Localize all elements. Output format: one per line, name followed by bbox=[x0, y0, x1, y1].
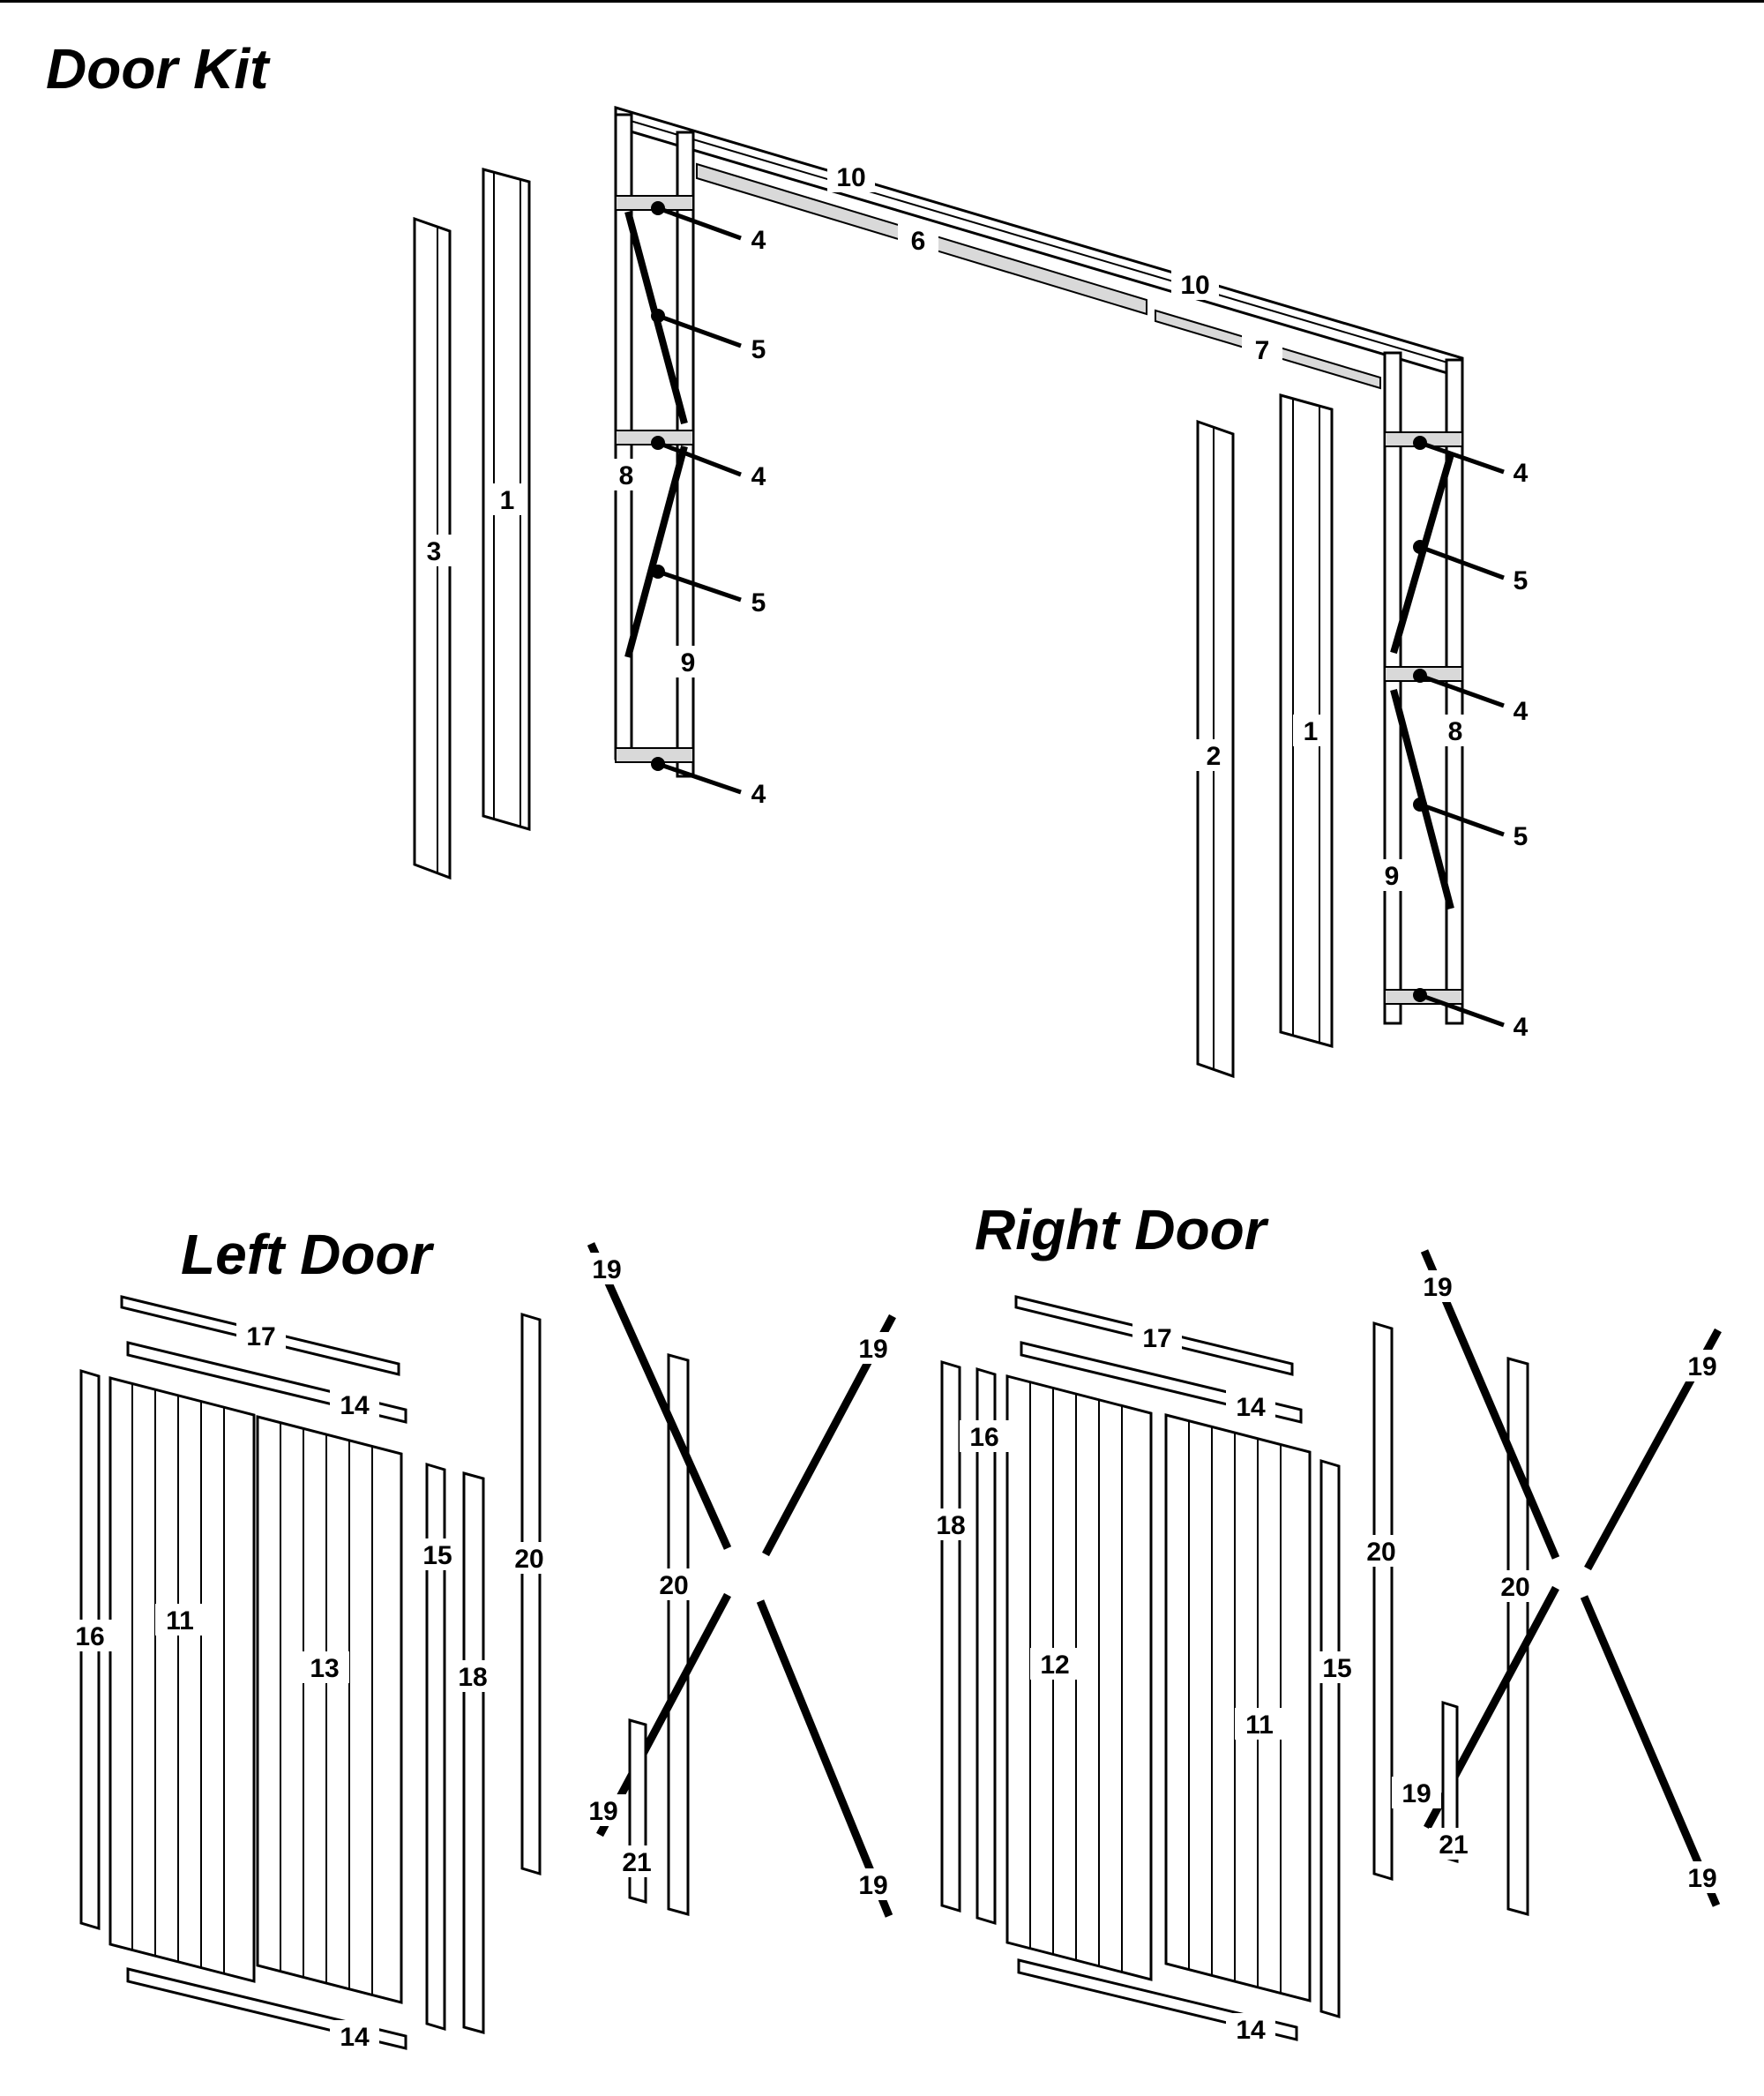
left-panel-13 bbox=[256, 1415, 403, 2004]
callout-2: 2 bbox=[1207, 742, 1222, 771]
callout-8-right: 8 bbox=[1448, 717, 1463, 746]
callout-20-right-outer: 20 bbox=[1366, 1538, 1395, 1567]
left-upright-20-outer bbox=[520, 1312, 542, 1876]
right-upright-18 bbox=[940, 1359, 961, 1913]
callout-20-left-brace: 20 bbox=[659, 1571, 688, 1600]
callout-10-mid: 10 bbox=[1180, 271, 1209, 300]
right-upright-15 bbox=[975, 1366, 997, 1926]
callout-17-left: 17 bbox=[246, 1322, 275, 1351]
callout-11-right: 11 bbox=[1245, 1710, 1274, 1740]
left-door-callouts: 17 14 14 16 11 13 15 18 20 20 19 19 19 1… bbox=[65, 1253, 898, 2052]
callout-19-left-a: 19 bbox=[592, 1255, 621, 1284]
callout-11-left: 11 bbox=[166, 1606, 194, 1636]
callout-4-l3: 4 bbox=[751, 780, 766, 809]
right-post-9 bbox=[1383, 351, 1402, 1025]
right-upright-20-outer bbox=[1372, 1321, 1394, 1882]
callout-3: 3 bbox=[427, 537, 442, 566]
callout-9-left: 9 bbox=[681, 648, 696, 677]
callout-19-right-d: 19 bbox=[1687, 1864, 1716, 1893]
callout-18-left: 18 bbox=[458, 1663, 487, 1692]
callout-21-right: 21 bbox=[1439, 1830, 1468, 1860]
callout-4-l2: 4 bbox=[751, 462, 766, 491]
right-door-parts bbox=[940, 1249, 1722, 2041]
callout-4-l1: 4 bbox=[751, 226, 766, 255]
left-brace-19-d bbox=[756, 1599, 893, 1918]
callout-4-r1: 4 bbox=[1514, 459, 1529, 488]
door-kit-leaders bbox=[651, 201, 1505, 1028]
callout-5-l2: 5 bbox=[751, 588, 766, 618]
callout-4-r3: 4 bbox=[1514, 1013, 1529, 1042]
callout-16-left: 16 bbox=[75, 1622, 104, 1651]
callout-19-left-c: 19 bbox=[588, 1797, 617, 1826]
right-brace-19-d bbox=[1580, 1595, 1721, 1907]
callout-17-right: 17 bbox=[1142, 1324, 1171, 1353]
callout-19-left-d: 19 bbox=[858, 1871, 887, 1900]
door-kit-title: Door Kit bbox=[46, 37, 269, 101]
callout-12: 12 bbox=[1040, 1651, 1069, 1680]
left-door-title: Left Door bbox=[181, 1223, 432, 1286]
callout-19-right-a: 19 bbox=[1423, 1273, 1452, 1302]
callout-7: 7 bbox=[1255, 336, 1270, 365]
left-door-parts bbox=[79, 1242, 896, 2050]
door-frame bbox=[614, 105, 1464, 1025]
top-border-line bbox=[0, 0, 1764, 3]
callout-18-right: 18 bbox=[936, 1511, 965, 1540]
right-door-title: Right Door bbox=[975, 1198, 1267, 1261]
callout-16-right: 15 bbox=[1322, 1654, 1351, 1683]
callout-14-right-top: 14 bbox=[1236, 1393, 1266, 1422]
right-door-callouts: 17 14 14 18 16 12 11 15 20 20 19 19 19 1… bbox=[926, 1270, 1727, 2045]
door-kit-callouts: 10 6 10 7 4 5 4 5 4 8 9 3 1 2 1 4 5 4 5 … bbox=[416, 161, 1529, 1042]
callout-5-r1: 5 bbox=[1514, 566, 1529, 595]
right-stile-16 bbox=[1319, 1458, 1341, 2019]
callout-14-left-bottom: 14 bbox=[340, 2023, 370, 2052]
callout-6: 6 bbox=[911, 227, 926, 256]
left-panel-11 bbox=[108, 1376, 256, 1983]
callout-14-right-bottom: 14 bbox=[1236, 2016, 1266, 2045]
callout-14-left-top: 14 bbox=[340, 1391, 370, 1420]
callout-20-right-brace: 20 bbox=[1500, 1573, 1529, 1602]
callout-19-right-c: 19 bbox=[1401, 1779, 1431, 1808]
callout-19-right-b: 19 bbox=[1687, 1352, 1716, 1381]
callout-1-right: 1 bbox=[1304, 717, 1319, 746]
callout-8-left: 8 bbox=[619, 461, 634, 490]
left-upright-18 bbox=[462, 1471, 485, 2034]
callout-19-left-b: 19 bbox=[858, 1335, 887, 1364]
callout-4-r2: 4 bbox=[1514, 697, 1529, 726]
left-brace-post-20 bbox=[667, 1353, 690, 1916]
callout-15-right: 16 bbox=[969, 1423, 998, 1452]
callout-15-left: 15 bbox=[422, 1541, 452, 1570]
callout-5-l1: 5 bbox=[751, 335, 766, 364]
callout-5-r2: 5 bbox=[1514, 822, 1529, 851]
left-brace-19-a bbox=[587, 1242, 732, 1550]
callout-1-left: 1 bbox=[500, 486, 515, 515]
callout-21-left: 21 bbox=[622, 1848, 651, 1877]
callout-20-left-outer: 20 bbox=[514, 1545, 543, 1574]
right-brace-post-20 bbox=[1506, 1357, 1529, 1916]
left-upright-15 bbox=[425, 1462, 446, 2032]
right-brace-plate-21 bbox=[1441, 1700, 1459, 1864]
callout-10-top: 10 bbox=[836, 163, 865, 192]
callout-13: 13 bbox=[310, 1654, 339, 1683]
callout-9-right: 9 bbox=[1385, 862, 1400, 891]
